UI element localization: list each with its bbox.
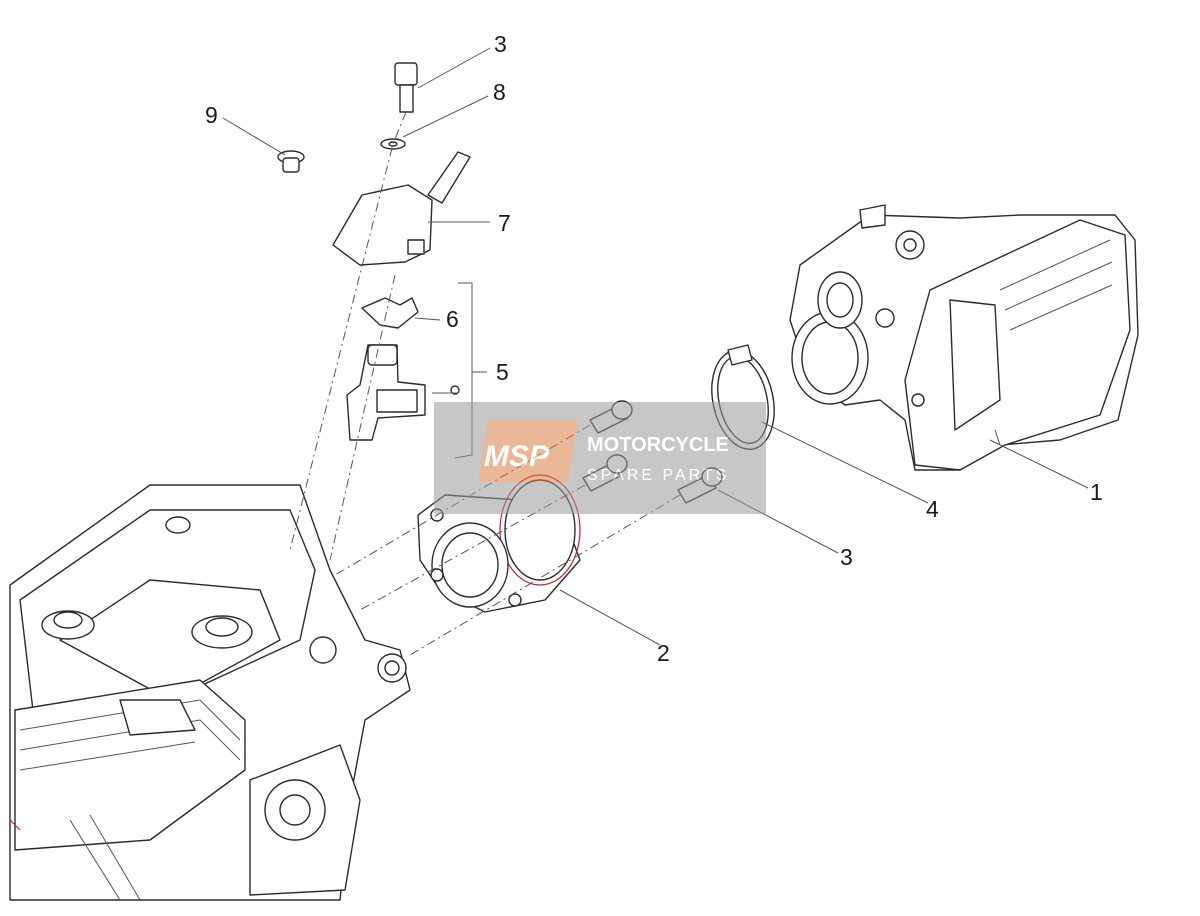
callout-7: 7	[498, 210, 511, 236]
callout-2: 2	[657, 640, 670, 666]
watermark-line2: SPARE PARTS	[587, 467, 729, 484]
watermark-box	[434, 402, 766, 514]
throttle-body-part-1	[789, 204, 1139, 471]
injector-part-5	[346, 344, 460, 441]
watermark-line1: MOTORCYCLE	[587, 434, 729, 456]
clip-part-6	[361, 297, 419, 329]
callout-1: 1	[1090, 479, 1103, 505]
leader-lines	[222, 47, 1089, 646]
callout-6: 6	[446, 306, 459, 332]
callout-3-top: 3	[494, 31, 507, 57]
plug-part-9	[277, 150, 305, 173]
intake-manifold-part-2	[417, 474, 581, 613]
fuel-connector-part-7	[332, 151, 471, 266]
washer-part-8	[380, 138, 406, 150]
cylinder-head-illustration	[9, 484, 411, 901]
callout-3-bottom: 3	[840, 544, 853, 570]
callout-5: 5	[496, 359, 509, 385]
callout-9: 9	[205, 102, 218, 128]
screw-top-part-3	[394, 62, 418, 113]
callout-4: 4	[926, 496, 939, 522]
watermark-logo-shape	[478, 420, 578, 482]
watermark: MSP MOTORCYCLE SPARE PARTS	[434, 402, 766, 514]
watermark-logo: MSP	[484, 440, 550, 473]
callout-8: 8	[493, 79, 506, 105]
